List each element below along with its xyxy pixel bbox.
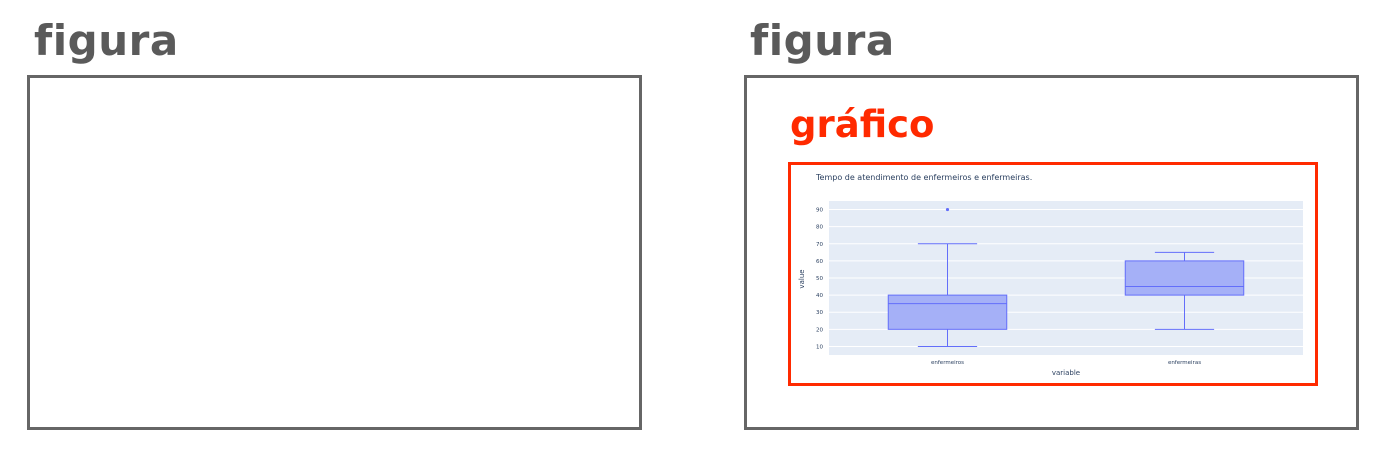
chart-highlight-label: gráfico: [790, 103, 935, 146]
figure-title-left: figura: [34, 16, 179, 65]
y-tick-label: 20: [816, 327, 823, 333]
chart-title: Tempo de atendimento de enfermeiros e en…: [815, 173, 1032, 182]
x-tick-label: enfermeiras: [1168, 360, 1201, 366]
x-tick-label: enfermeiros: [931, 360, 964, 366]
y-tick-label: 90: [816, 208, 823, 214]
y-tick-label: 30: [816, 310, 823, 316]
box-iqr: [1124, 260, 1245, 296]
figure-title-right: figura: [750, 16, 895, 65]
y-axis-label: value: [798, 269, 806, 288]
box-outlier-point: [945, 207, 950, 212]
y-tick-label: 60: [816, 259, 823, 265]
box-plot-chart: Tempo de atendimento de enfermeiros e en…: [798, 173, 1303, 377]
y-tick-label: 50: [816, 276, 823, 282]
box-iqr: [887, 294, 1008, 330]
y-tick-label: 40: [816, 293, 823, 299]
chart-highlight-box: Tempo de atendimento de enfermeiros e en…: [788, 162, 1318, 386]
figure-frame-left: [27, 75, 642, 430]
y-tick-label: 10: [816, 344, 823, 350]
y-tick-label: 80: [816, 225, 823, 231]
figure-frame-right: gráfico Tempo de atendimento de enfermei…: [744, 75, 1359, 430]
x-axis-label: variable: [1052, 369, 1080, 377]
y-tick-label: 70: [816, 242, 823, 248]
